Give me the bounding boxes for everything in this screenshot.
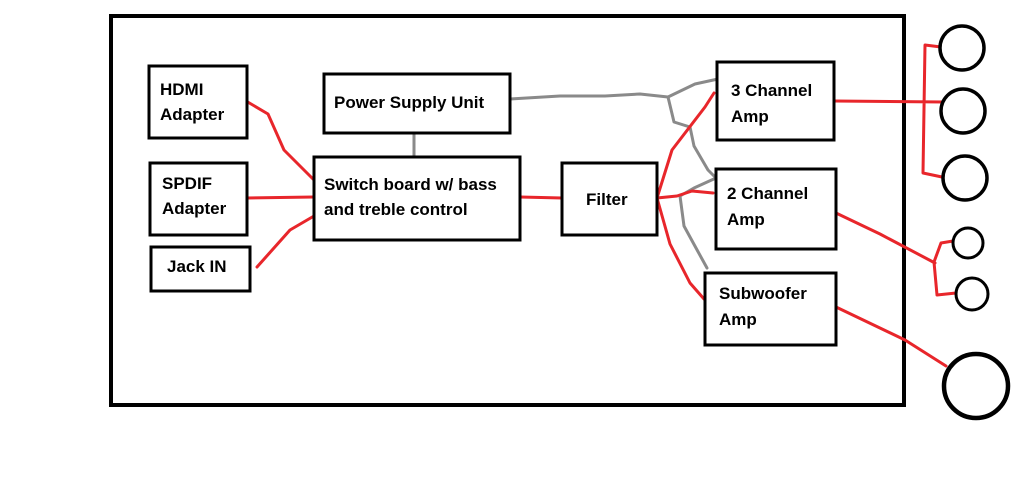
subwoofer-speaker [941,351,1011,421]
filter-label: Filter [586,190,628,209]
switch-board-label-line1: Switch board w/ bass [324,175,497,194]
signal-wires [244,43,958,368]
speaker-3ch-bottom [941,154,989,202]
filter-to-amp3-wire [655,91,716,200]
jack-in-label: Jack IN [167,257,227,276]
speakers [938,24,1011,421]
speaker-3ch-top [938,24,986,72]
switch-board-label-line2: and treble control [324,200,468,219]
two-channel-amp-label-line2: Amp [727,210,765,229]
two-channel-amp-block: 2 Channel Amp [714,167,838,251]
switch-board-block: Switch board w/ bass and treble control [312,155,522,242]
three-channel-amp-label-line1: 3 Channel [731,81,812,100]
switchboard-to-filter-wire [518,195,564,200]
spdif-adapter-label-line2: Adapter [162,199,227,218]
amp2-to-speakers-wire [834,211,958,297]
two-channel-amp-label-line1: 2 Channel [727,184,808,203]
subwoofer-amp-label-line1: Subwoofer [719,284,807,303]
filter-to-amp2-wire [655,189,715,200]
power-supply-unit-label: Power Supply Unit [334,93,485,112]
subwoofer-amp-label-line2: Amp [719,310,757,329]
spdif-adapter-block: SPDIF Adapter [148,161,249,237]
hdmi-adapter-block: HDMI Adapter [147,64,249,140]
speaker-3ch-middle [939,87,987,135]
jack-in-block: Jack IN [149,245,252,293]
spdif-adapter-label-line1: SPDIF [162,174,212,193]
psu-to-amps-wire [508,77,720,101]
sub-to-speaker-wire [834,305,948,368]
three-channel-amp-label-line2: Amp [731,107,769,126]
enclosure-outline [109,14,906,407]
three-channel-amp-block: 3 Channel Amp [715,60,836,142]
hdmi-adapter-label-line2: Adapter [160,105,225,124]
speaker-2ch-bottom [954,276,990,312]
hdmi-adapter-label-line1: HDMI [160,80,203,99]
jack-to-switchboard-wire [255,214,316,269]
hdmi-to-switchboard-wire [244,99,316,182]
power-supply-unit-block: Power Supply Unit [322,72,512,135]
filter-to-sub-wire [655,196,706,301]
amp3-to-speakers-wire [832,43,946,179]
spdif-to-switchboard-wire [245,195,316,200]
speaker-2ch-top [951,226,985,260]
subwoofer-amp-block: Subwoofer Amp [703,271,838,347]
filter-block: Filter [560,161,659,237]
